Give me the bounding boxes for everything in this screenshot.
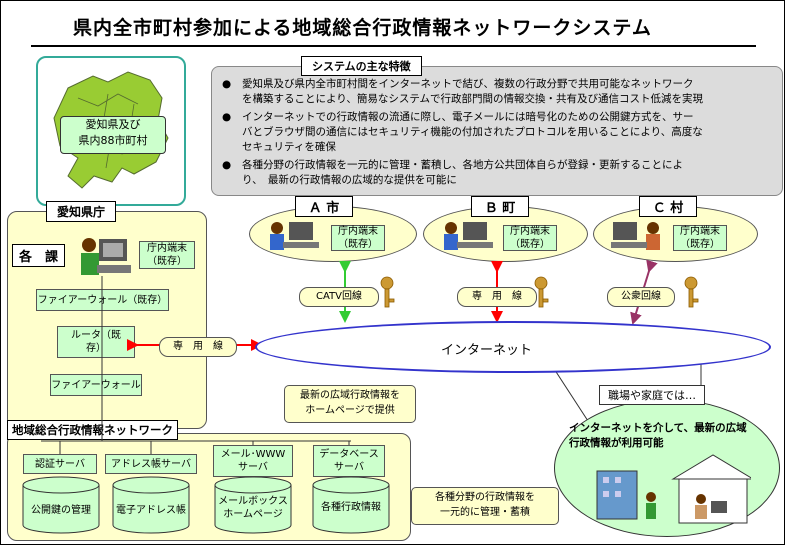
terminal-c-box: 庁内端末（既存） <box>673 225 727 251</box>
db-cylinder-icon <box>22 476 100 534</box>
worker-c-icon <box>611 222 660 250</box>
feature-item: ● 各種分野の行政情報を一元的に管理・蓄積し、各地方公共団体自らが登録・更新する… <box>222 159 683 186</box>
internet-oval <box>255 321 771 373</box>
key-icon <box>684 276 699 308</box>
municipality-c-label: Ｃ 村 <box>639 196 697 217</box>
feature-item: ● インターネットでの行政情報の流通に際し、電子メールには暗号化のための公開鍵方… <box>222 111 703 153</box>
firewall-existing-box: ファイアーウォール（既存） <box>36 289 169 311</box>
home-desc: インターネットを介して、最新の広域 行政情報が利用可能 <box>569 422 747 449</box>
address-server-box: アドレス帳サーバ <box>105 454 197 474</box>
db-label-address: 電子アドレス帳 <box>116 505 186 516</box>
map-label: 愛知県及び 県内88市町村 <box>60 116 166 154</box>
db-cylinder-icon <box>112 476 190 534</box>
office-worker-icon <box>81 238 131 275</box>
key-icon <box>380 276 395 308</box>
terminal-b-box: 庁内端末（既存） <box>503 225 557 251</box>
database-cylinders <box>22 476 390 534</box>
bullet-icon: ● <box>222 78 232 90</box>
db-cylinder-icon <box>312 476 390 534</box>
router-box: ルータ（既存） <box>57 326 135 358</box>
db-label-admin: 各種行政情報 <box>321 502 381 513</box>
terminal-a-box: 庁内端末（既存） <box>331 225 385 251</box>
page-title: 県内全市町村参加による地域総合行政情報ネットワークシステム <box>73 17 652 39</box>
section-label: 各 課 <box>12 244 66 267</box>
key-icon <box>534 276 549 308</box>
map-label-line2: 県内88市町村 <box>78 134 148 147</box>
features-heading: システムの主な特徴 <box>301 56 422 76</box>
municipality-a-label: Ａ 市 <box>295 196 353 217</box>
pref-terminal-box: 庁内端末（既存） <box>139 241 195 269</box>
internet-label: インターネット <box>441 343 533 358</box>
leased-line-b-label: 専 用 線 <box>457 287 537 307</box>
database-server-box: データベースサーバ <box>313 445 385 477</box>
public-line-label: 公衆回線 <box>607 287 675 307</box>
office-home-icon <box>596 454 751 524</box>
map-box: 愛知県及び 県内88市町村 <box>36 56 186 206</box>
db-cylinder-icon <box>214 476 292 534</box>
prefecture-label: 愛知県庁 <box>46 201 117 222</box>
catv-label: CATV回線 <box>299 287 379 307</box>
home-label: 職場や家庭では… <box>599 385 705 405</box>
map-label-line1: 愛知県及び <box>85 118 141 131</box>
leased-line-label: 専 用 線 <box>159 337 237 357</box>
auth-server-box: 認証サーバ <box>23 454 97 474</box>
db-label-pubkey: 公開鍵の管理 <box>31 505 91 516</box>
network-label: 地域総合行政情報ネットワーク <box>7 420 178 440</box>
homepage-callout: 最新の広域行政情報を ホームページで提供 <box>284 385 416 423</box>
worker-b-icon <box>444 222 493 250</box>
title-underline <box>31 45 756 47</box>
bullet-icon: ● <box>222 111 232 123</box>
management-callout: 各種分野の行政情報を 一元的に管理・蓄積 <box>411 487 559 525</box>
features-box: ● 愛知県及び県内全市町村間をインターネットで結び、複数の行政分野で共用可能なネ… <box>211 66 783 196</box>
firewall-box: ファイアーウォール <box>50 374 142 396</box>
feature-item: ● 愛知県及び県内全市町村間をインターネットで結び、複数の行政分野で共用可能なネ… <box>222 78 704 105</box>
bullet-icon: ● <box>222 159 232 171</box>
municipality-b-label: Ｂ 町 <box>471 196 529 217</box>
db-label-mailbox: メールボックスホームページ <box>218 496 288 520</box>
worker-a-icon <box>270 222 319 250</box>
